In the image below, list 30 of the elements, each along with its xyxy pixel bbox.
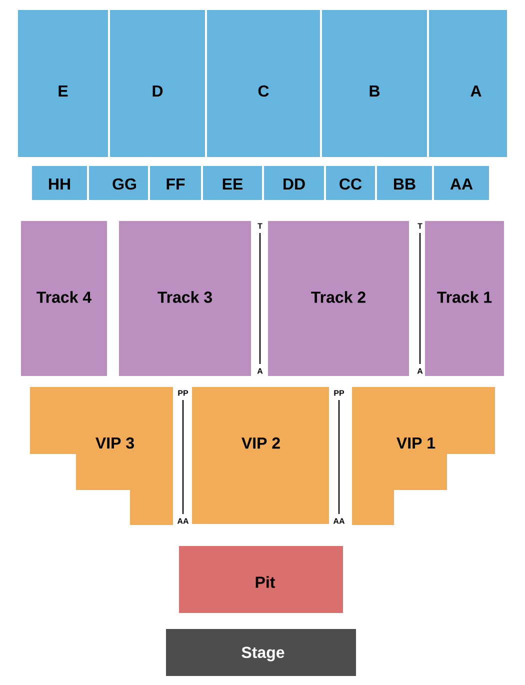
seating-section: DD [264, 166, 324, 200]
label: A [257, 368, 263, 374]
seating-section: A [429, 10, 507, 157]
label: PP [334, 390, 344, 396]
seating-section: FF [150, 166, 201, 200]
seating-section: VIP 2 [192, 387, 329, 524]
seating-section: Track 1 [425, 221, 504, 376]
seating-section: VIP 3 [30, 387, 173, 525]
seating-section: B [322, 10, 427, 157]
label: T [418, 223, 422, 229]
label: A [417, 368, 423, 374]
seating-section: CC [326, 166, 375, 200]
seating-section: GG [89, 166, 148, 200]
seating-section: BB [377, 166, 432, 200]
seating-section: Track 4 [21, 221, 107, 376]
seating-section: Track 3 [119, 221, 251, 376]
pit-area: Pit [179, 546, 343, 613]
seating-section: D [110, 10, 205, 157]
label: T [258, 223, 262, 229]
seating-section: E [18, 10, 108, 157]
seating-section: AA [434, 166, 489, 200]
label: AA [177, 518, 189, 524]
seating-section: Track 2 [268, 221, 409, 376]
seating-section: VIP 1 [352, 387, 495, 525]
seating-section: EE [203, 166, 262, 200]
seating-section: C [207, 10, 320, 157]
label: AA [333, 518, 345, 524]
stage: Stage [166, 629, 356, 676]
seating-section: HH [32, 166, 87, 200]
label: PP [178, 390, 188, 396]
